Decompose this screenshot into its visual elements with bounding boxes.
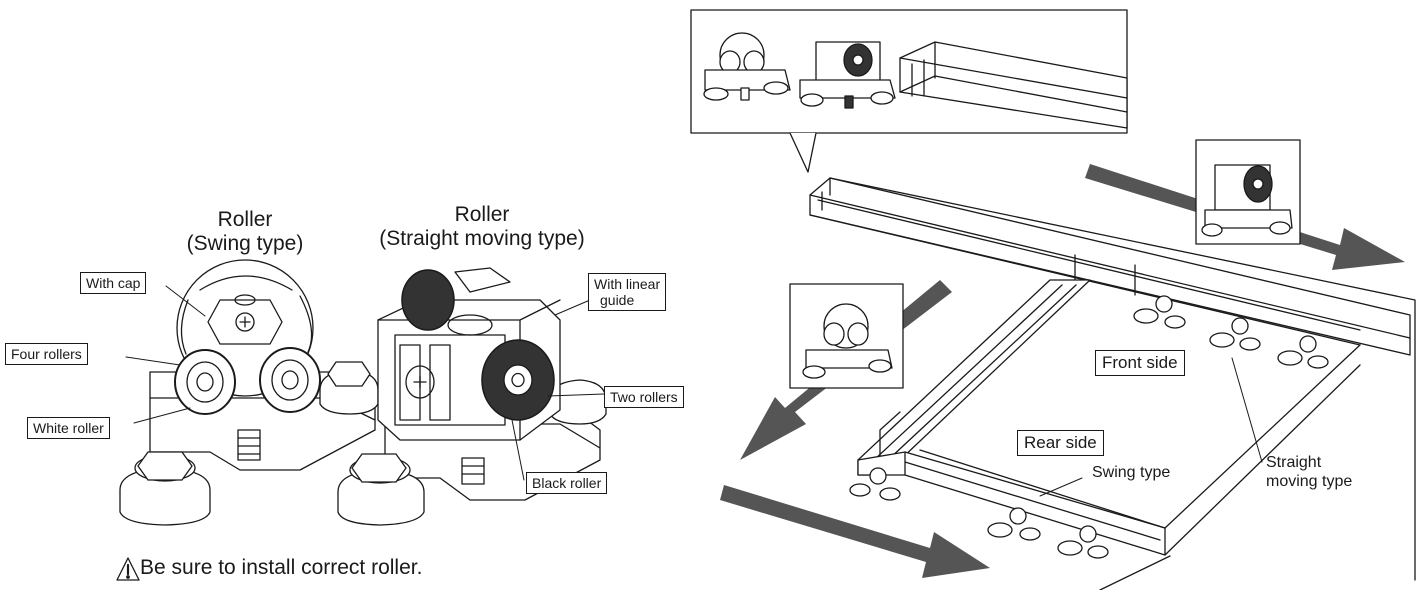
- straight-moving-line2: moving type: [1266, 473, 1353, 490]
- black-roller-callout: Black roller: [526, 472, 608, 494]
- callout-leaders: [125, 285, 605, 481]
- straight-title-line1: Roller: [454, 203, 510, 226]
- inset-swing-roller-icon: [703, 32, 791, 101]
- straight-moving-line1: Straight: [1266, 454, 1322, 471]
- swing-roller-detail-box: [789, 283, 904, 389]
- swing-title-line1: Roller: [217, 208, 273, 231]
- linear-guide-line2: guide: [600, 292, 635, 308]
- straight-roller-title: Roller (Straight moving type): [372, 203, 592, 251]
- warning-text: Be sure to install correct roller.: [140, 556, 423, 579]
- right-leaders: [1039, 357, 1263, 497]
- rear-carrier-2: [987, 507, 1041, 541]
- straight-moving-type-label: Straight moving type: [1266, 453, 1352, 491]
- front-carrier-1: [1133, 295, 1186, 329]
- white-roller-callout: White roller: [27, 417, 110, 439]
- straight-roller-detail-box: [1195, 139, 1301, 245]
- arrow-down-right-icon: [720, 485, 990, 578]
- inset-straight-roller-icon: [799, 41, 896, 109]
- swing-type-label: Swing type: [1092, 464, 1171, 481]
- inset-rail-section: [899, 41, 1128, 129]
- rear-carrier-3: [1057, 525, 1109, 559]
- rear-side-label: Rear side: [1017, 430, 1104, 456]
- linear-guide-line1: With linear: [594, 276, 661, 292]
- rail-carriers: [849, 295, 1329, 559]
- swing-roller-title: Roller (Swing type): [175, 208, 315, 256]
- front-carrier-2: [1209, 317, 1261, 351]
- straight-title-line2: (Straight moving type): [379, 227, 585, 250]
- two-rollers-callout: Two rollers: [604, 386, 684, 408]
- zoom-inset: [690, 9, 1128, 173]
- four-rollers-callout: Four rollers: [5, 343, 88, 365]
- with-linear-guide-callout: With linear guide: [588, 273, 667, 311]
- rear-carrier-1: [849, 467, 901, 501]
- swing-title-line2: (Swing type): [186, 232, 304, 255]
- front-carrier-3: [1277, 335, 1329, 369]
- front-side-label: Front side: [1095, 350, 1185, 376]
- warning-message: Be sure to install correct roller.: [140, 556, 422, 580]
- swing-roller-illustration: [119, 259, 379, 526]
- warning-triangle-icon: [116, 557, 140, 581]
- with-cap-callout: With cap: [80, 272, 147, 294]
